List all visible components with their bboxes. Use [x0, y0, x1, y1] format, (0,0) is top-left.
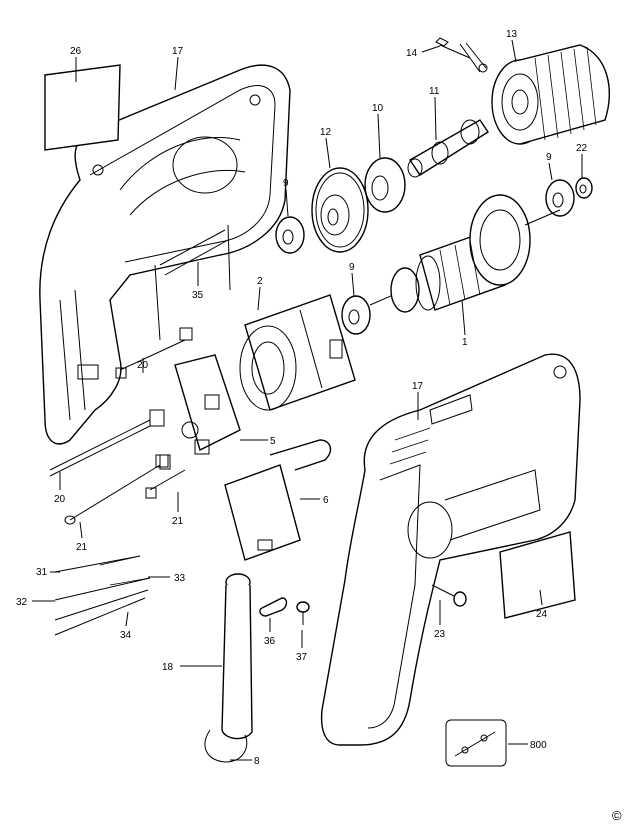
part-label-24: 24	[536, 609, 548, 620]
lead-wire-20a-drawing	[115, 327, 193, 379]
copyright-symbol: ©	[612, 808, 622, 823]
drill-bits-drawing	[54, 555, 151, 636]
part-label-1: 1	[462, 337, 468, 348]
part-label-2: 2	[257, 276, 263, 287]
screw-23-drawing	[431, 584, 467, 607]
part-label-22: 22	[576, 143, 588, 154]
part-label-17: 17	[412, 381, 424, 392]
part-label-9: 9	[283, 178, 289, 189]
part-label-35: 35	[192, 290, 204, 301]
washer-9b-drawing	[341, 295, 371, 335]
part-label-5: 5	[270, 436, 276, 447]
part-label-20: 20	[54, 494, 66, 505]
label-plate-24	[499, 531, 576, 619]
washer-9c-drawing	[545, 179, 575, 217]
part-label-34: 34	[120, 630, 132, 641]
left-housing-drawing	[39, 64, 291, 445]
bearing-22-drawing	[575, 177, 593, 199]
leader-lines	[32, 39, 583, 761]
part-label-36: 36	[264, 636, 276, 647]
label-plate-26	[44, 64, 121, 151]
part-label-37: 37	[296, 652, 308, 663]
lead-wire-20b-drawing	[49, 419, 151, 477]
part-label-9: 9	[349, 262, 355, 273]
part-label-12: 12	[320, 127, 332, 138]
part-label-23: 23	[434, 629, 446, 640]
clip-36-drawing	[259, 597, 288, 617]
part-label-13: 13	[506, 29, 518, 40]
part-label-26: 26	[70, 46, 82, 57]
lead-wire-21a-drawing	[64, 454, 169, 525]
field-stator-drawing	[239, 294, 356, 411]
part-label-10: 10	[372, 103, 384, 114]
part-label-21: 21	[172, 516, 184, 527]
part-label-20: 20	[137, 360, 149, 371]
part-label-8: 8	[254, 756, 260, 767]
part-label-14: 14	[406, 48, 418, 59]
right-housing-drawing	[320, 353, 581, 746]
part-label-31: 31	[36, 567, 48, 578]
part-label-11: 11	[429, 86, 440, 97]
side-handle-drawing	[204, 573, 253, 763]
part-label-17: 17	[172, 46, 184, 57]
inset-box-800	[445, 719, 507, 767]
part-label-9: 9	[546, 152, 552, 163]
gear-drawing	[311, 167, 369, 253]
wire-35-drawing	[154, 224, 231, 341]
switch-drawing	[224, 439, 332, 561]
washer-9a-drawing	[275, 216, 305, 254]
bearing-10-drawing	[364, 157, 406, 213]
part-label-800: 800	[530, 740, 547, 751]
part-labels: 26 17 14 13 12 10 11 9 9 22 9 2 35 1 20 …	[16, 29, 588, 767]
part-label-18: 18	[162, 662, 174, 673]
lead-wire-21b-drawing	[145, 454, 186, 499]
part-label-6: 6	[323, 495, 329, 506]
chuck-key-drawing	[435, 37, 488, 73]
part-label-21: 21	[76, 542, 88, 553]
brush-holder-drawing	[149, 354, 241, 455]
screw-37-drawing	[296, 601, 310, 625]
part-label-32: 32	[16, 597, 28, 608]
spindle-drawing	[407, 119, 489, 178]
armature-drawing	[369, 194, 561, 313]
part-label-33: 33	[174, 573, 186, 584]
chuck-drawing	[491, 44, 611, 145]
